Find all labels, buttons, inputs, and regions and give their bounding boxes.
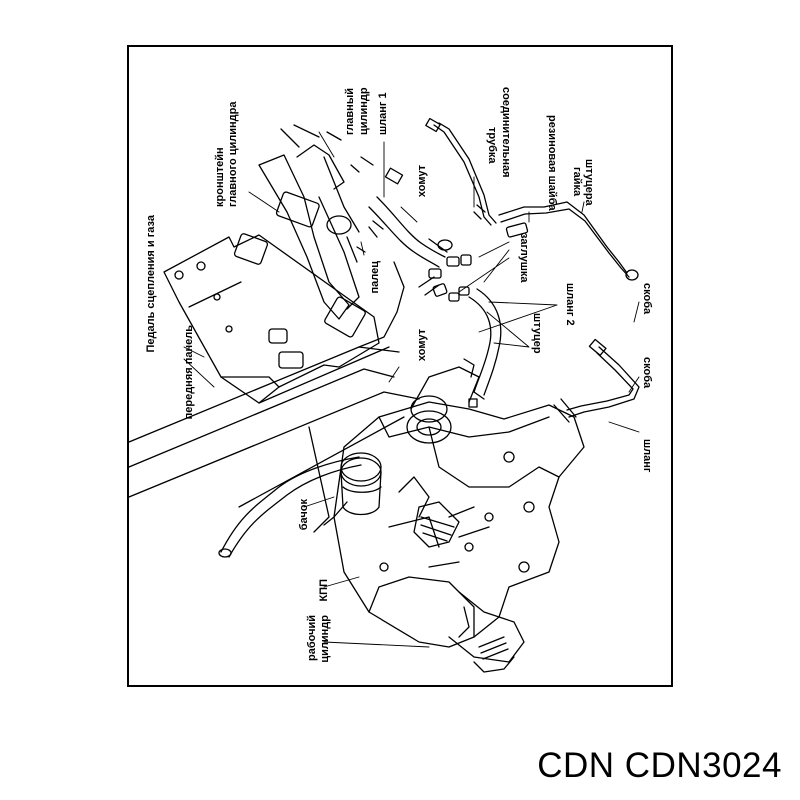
label-fitting: штуцер bbox=[531, 313, 543, 354]
front-panel-drawing bbox=[163, 234, 390, 404]
label-bracket-1: кронштейн bbox=[214, 147, 226, 207]
label-plug: заглушка bbox=[518, 233, 530, 283]
slave-cylinder-drawing bbox=[413, 501, 525, 673]
fittings-drawing bbox=[418, 239, 472, 302]
hose-1-drawing bbox=[368, 167, 448, 268]
label-pedal: Педаль сцепления и газа bbox=[145, 214, 157, 352]
label-bracket-2: главного цилиндра bbox=[227, 101, 239, 207]
body-beams bbox=[129, 346, 420, 533]
label-connecting-tube-1: соединительная bbox=[500, 87, 512, 178]
part-number-caption: CDN CDN3024 bbox=[537, 746, 782, 785]
label-master-cylinder-2: цилиндр bbox=[358, 87, 370, 135]
label-master-cylinder-1: главный bbox=[344, 88, 356, 135]
label-slave-cylinder-1: рабочий bbox=[306, 615, 318, 661]
label-clamp-top: хомут bbox=[416, 164, 428, 197]
label-bracket-bottom: скоба bbox=[641, 357, 653, 389]
pedal-assembly-drawing bbox=[233, 124, 405, 348]
connector-drawing bbox=[410, 358, 480, 423]
reservoir-drawing bbox=[323, 452, 382, 526]
label-clamp-mid: хомут bbox=[416, 328, 428, 361]
label-hose: шланг bbox=[641, 439, 653, 473]
diagram-frame: главный цилиндр шланг 1 соединительная т… bbox=[127, 45, 673, 687]
hose-2-drawing bbox=[468, 288, 502, 400]
connecting-tube-drawing bbox=[425, 117, 639, 281]
label-gearbox: КПП bbox=[318, 579, 330, 602]
label-slave-cylinder-2: цилиндр bbox=[319, 615, 331, 663]
left-hose bbox=[218, 456, 362, 558]
gearbox-drawing bbox=[333, 401, 585, 648]
label-pin: палец bbox=[369, 261, 381, 294]
label-reservoir: бачок bbox=[298, 499, 310, 531]
label-bracket-top: скоба bbox=[641, 283, 653, 315]
leader-lines bbox=[183, 131, 640, 648]
label-hose-2: шланг 2 bbox=[564, 283, 576, 326]
label-hose-1: шланг 1 bbox=[377, 92, 389, 135]
clutch-hydraulics-diagram: главный цилиндр шланг 1 соединительная т… bbox=[129, 87, 653, 673]
label-rubber-washer: резиновая шайба bbox=[546, 115, 558, 211]
label-connecting-tube-2: трубка bbox=[486, 127, 498, 164]
diagram-labels: главный цилиндр шланг 1 соединительная т… bbox=[145, 87, 653, 663]
label-fitting-nut-1: гайка bbox=[571, 167, 583, 197]
label-fitting-nut-2: штуцера bbox=[583, 159, 595, 207]
right-hose-drawing bbox=[553, 338, 640, 423]
label-front-panel: передняя панель bbox=[183, 325, 195, 420]
